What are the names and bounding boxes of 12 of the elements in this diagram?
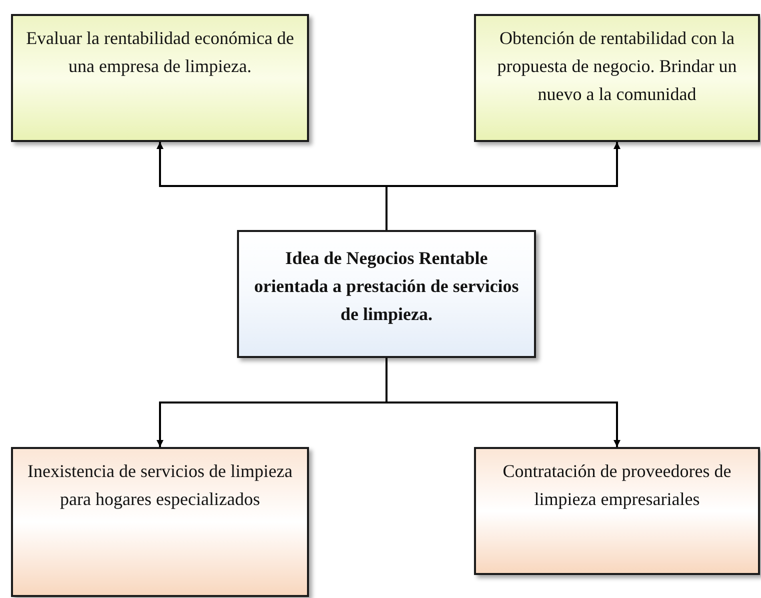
box-text: Inexistencia de servicios de limpieza para hogares especializados	[26, 460, 294, 511]
box-text: Evaluar la rentabilidad económica de una empresa de limpieza.	[25, 27, 295, 78]
box-text: Idea de Negocios Rentable orientada a prestación de servicios de limpieza.	[253, 247, 520, 326]
box-text: Obtención de rentabilidad con la propuesta de negocio. Brindar un nuevo a la comunidad	[496, 27, 738, 106]
process-box	[474, 14, 760, 142]
process-box	[474, 447, 760, 575]
arrow	[386, 358, 620, 447]
arrow	[386, 142, 620, 230]
process-box	[237, 230, 536, 358]
process-box	[11, 14, 309, 142]
box-text: Contratación de proveedores de limpieza empresariales	[502, 460, 732, 511]
process-box	[11, 447, 309, 597]
